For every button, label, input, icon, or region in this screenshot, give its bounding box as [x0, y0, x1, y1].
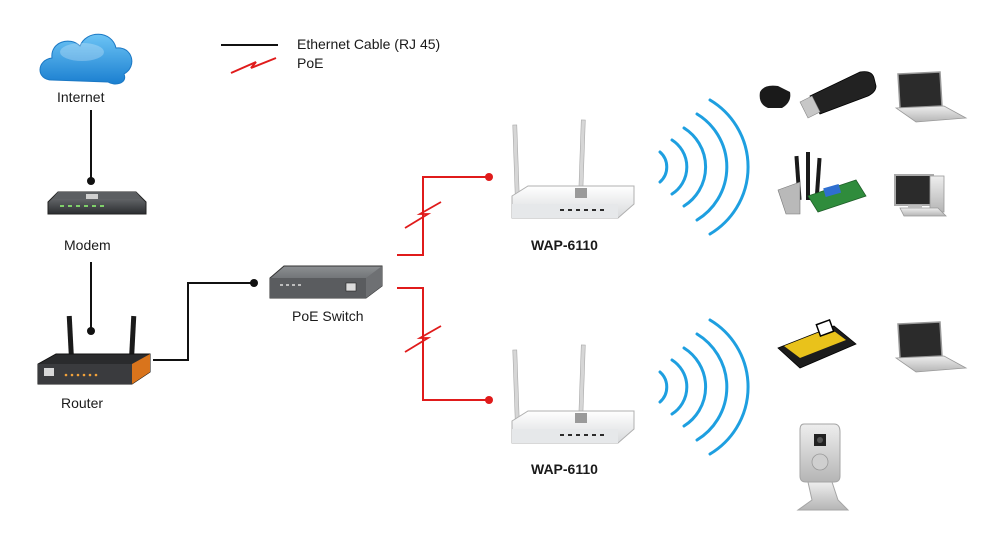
poe-link-bottom: [397, 287, 489, 401]
ap-bottom-label: WAP-6110: [531, 461, 598, 477]
cloud-icon: [39, 33, 133, 85]
poe-switch-label: PoE Switch: [292, 308, 364, 324]
access-point-icon: [511, 344, 635, 444]
poe-links: [397, 173, 493, 404]
link-router-switch: [153, 282, 254, 361]
router-icon: [37, 315, 151, 385]
poe-bolt-top: [404, 201, 442, 229]
wifi-signal-icon: [658, 318, 750, 456]
pci-card-icon: [777, 152, 867, 215]
link-dot-modem: [87, 177, 95, 185]
legend: [221, 44, 278, 74]
link-dot-router: [87, 327, 95, 335]
internet-label: Internet: [57, 89, 105, 105]
poe-dot-bottom: [485, 396, 493, 404]
usb-adapter-icon: [759, 71, 877, 119]
switch-icon: [269, 265, 383, 299]
laptop-icon: [894, 71, 968, 123]
wifi-signal-icon: [658, 98, 750, 236]
link-dot-switch: [250, 279, 258, 287]
ethernet-links: [87, 110, 258, 361]
modem-label: Modem: [64, 237, 111, 253]
legend-poe-bolt: [230, 57, 277, 74]
poe-dot-top: [485, 173, 493, 181]
ap-top-label: WAP-6110: [531, 237, 598, 253]
access-point-icon: [511, 119, 635, 219]
laptop-icon: [894, 321, 968, 373]
ip-camera-icon: [796, 423, 850, 511]
poe-bolt-bottom: [404, 325, 442, 353]
desktop-pc-icon: [894, 174, 947, 217]
legend-ethernet-label: Ethernet Cable (RJ 45): [297, 36, 441, 52]
pc-card-adapter-icon: [777, 319, 857, 369]
legend-poe-label: PoE: [297, 55, 324, 71]
modem-icon: [47, 191, 147, 215]
poe-link-top: [397, 176, 489, 256]
router-label: Router: [61, 395, 104, 411]
